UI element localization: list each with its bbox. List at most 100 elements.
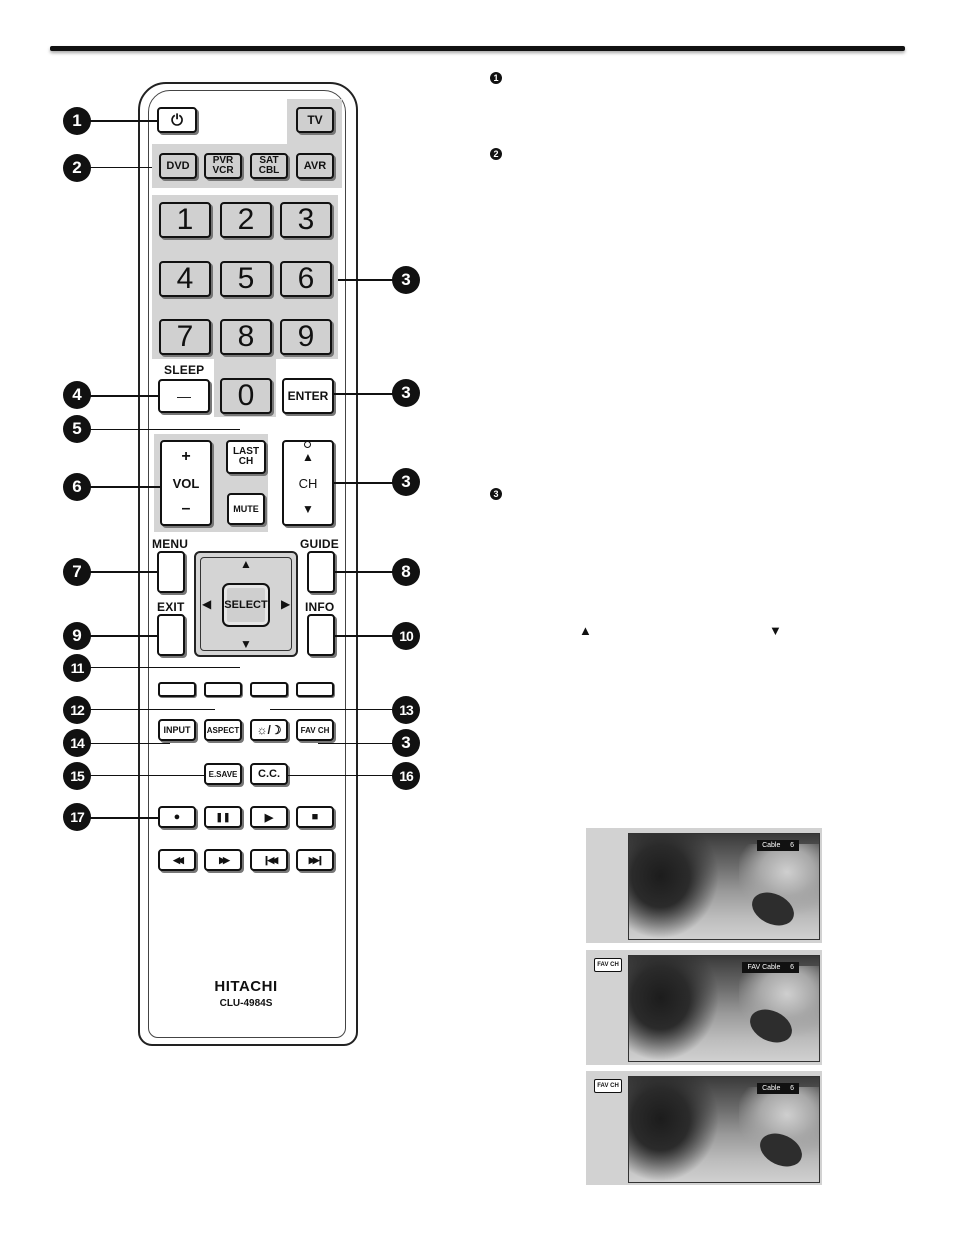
color-button-1[interactable]: [158, 682, 196, 697]
number-1-button[interactable]: 1: [159, 202, 211, 238]
esave-button[interactable]: E.SAVE: [204, 763, 242, 785]
volume-down-label: –: [181, 500, 191, 517]
tv-button-label: TV: [307, 113, 323, 127]
avr-button-label: AVR: [303, 160, 327, 172]
menu-button[interactable]: [157, 551, 185, 593]
sleep-dash-button[interactable]: —: [158, 379, 210, 413]
leader-line-17: [90, 817, 158, 819]
select-label: SELECT: [224, 599, 268, 611]
color-button-4[interactable]: [296, 682, 334, 697]
aspect-button[interactable]: ASPECT: [204, 719, 242, 741]
leader-line-14: [90, 743, 170, 744]
play-button[interactable]: ▶: [250, 806, 288, 828]
football-scene-image: Cable 6: [628, 833, 820, 940]
number-8-label: 8: [237, 320, 255, 353]
channel-label: CH: [298, 475, 318, 491]
callout-16: 16: [392, 762, 420, 790]
channel-banner: FAV Cable 6: [742, 962, 799, 973]
select-button[interactable]: SELECT: [222, 583, 270, 627]
sat-cbl-button[interactable]: SAT CBL: [250, 153, 288, 179]
directional-pad-inner: [200, 557, 292, 651]
callout-1: 1: [63, 107, 91, 135]
tv-screenshot-3: FAV CH Cable 6: [586, 1071, 822, 1185]
up-arrow-button[interactable]: ▲: [240, 557, 252, 571]
channel-up-icon: ▲: [302, 450, 314, 464]
day-night-button[interactable]: ☼/☽: [250, 719, 288, 741]
cc-label: C.C.: [258, 768, 280, 780]
player-shape: [629, 956, 719, 1061]
channel-tactile-dot: [304, 441, 311, 448]
rewind-button[interactable]: ◀◀: [158, 849, 196, 871]
stop-icon: ■: [311, 811, 319, 823]
stop-button[interactable]: ■: [296, 806, 334, 828]
leader-line-3b: [334, 393, 394, 395]
number-5-button[interactable]: 5: [220, 261, 272, 297]
dvd-button[interactable]: DVD: [159, 153, 197, 179]
skip-back-button[interactable]: ❙◀◀: [250, 849, 288, 871]
volume-rocker[interactable]: + VOL –: [160, 440, 212, 526]
color-button-2[interactable]: [204, 682, 242, 697]
left-arrow-button[interactable]: ◀: [202, 597, 212, 611]
number-9-button[interactable]: 9: [280, 319, 332, 355]
callout-8: 8: [392, 558, 420, 586]
fast-forward-icon: ▶▶: [219, 854, 230, 865]
callout-5: 5: [63, 415, 91, 443]
callout-11: 11: [63, 654, 91, 682]
color-button-3[interactable]: [250, 682, 288, 697]
fav-ch-button[interactable]: FAV CH: [296, 719, 334, 741]
volume-label: VOL: [172, 475, 200, 491]
callout-15: 15: [63, 762, 91, 790]
enter-button[interactable]: ENTER: [282, 378, 334, 414]
exit-button[interactable]: [157, 614, 185, 656]
pvr-vcr-button[interactable]: PVR VCR: [204, 153, 242, 179]
tv-button[interactable]: TV: [296, 107, 334, 133]
play-icon: ▶: [264, 811, 274, 824]
down-arrow-button[interactable]: ▼: [240, 637, 252, 651]
sleep-label: SLEEP: [164, 363, 205, 377]
number-2-button[interactable]: 2: [220, 202, 272, 238]
number-3-button[interactable]: 3: [280, 202, 332, 238]
leader-line-7: [90, 571, 158, 573]
power-button[interactable]: ⏻: [157, 107, 197, 133]
callout-3-numpad: 3: [392, 266, 420, 294]
number-1-label: 1: [176, 203, 194, 236]
record-button[interactable]: ●: [158, 806, 196, 828]
info-label: INFO: [305, 600, 335, 614]
pause-button[interactable]: ❚❚: [204, 806, 242, 828]
callout-3-fav-ch: 3: [392, 729, 420, 757]
channel-rocker[interactable]: ▲ CH ▼: [282, 440, 334, 526]
leader-line-16: [288, 775, 394, 776]
tv-screenshot-2: FAV CH FAV Cable 6: [586, 950, 822, 1065]
right-arrow-button[interactable]: ▶: [281, 597, 291, 611]
aspect-label: ASPECT: [206, 725, 240, 735]
last-ch-label: LAST CH: [232, 446, 260, 467]
callout-6: 6: [63, 473, 91, 501]
guide-button[interactable]: [307, 551, 335, 593]
number-0-label: 0: [237, 379, 255, 412]
number-4-button[interactable]: 4: [159, 261, 211, 297]
callout-3-channel: 3: [392, 468, 420, 496]
fav-ch-label: FAV CH: [300, 725, 330, 735]
avr-button[interactable]: AVR: [296, 153, 334, 179]
cc-button[interactable]: C.C.: [250, 763, 288, 785]
football-scene-image: Cable 6: [628, 1076, 820, 1183]
leader-line-10: [335, 635, 395, 637]
skip-forward-button[interactable]: ▶▶❙: [296, 849, 334, 871]
section-bullet-1: 1: [490, 72, 502, 84]
fav-ch-icon: FAV CH: [594, 958, 622, 972]
last-ch-button[interactable]: LAST CH: [226, 440, 266, 474]
number-7-button[interactable]: 7: [159, 319, 211, 355]
player-shape: [629, 1077, 719, 1182]
up-triangle-icon: ▲: [579, 623, 592, 638]
input-button[interactable]: INPUT: [158, 719, 196, 741]
number-6-button[interactable]: 6: [280, 261, 332, 297]
remote-control-inner-outline: [148, 90, 346, 1038]
number-0-button[interactable]: 0: [220, 378, 272, 414]
mute-button[interactable]: MUTE: [227, 493, 265, 525]
fast-forward-button[interactable]: ▶▶: [204, 849, 242, 871]
leader-line-5: [90, 429, 240, 430]
section-bullet-2: 2: [490, 148, 502, 160]
dash-label: —: [177, 388, 191, 404]
info-button[interactable]: [307, 614, 335, 656]
number-8-button[interactable]: 8: [220, 319, 272, 355]
